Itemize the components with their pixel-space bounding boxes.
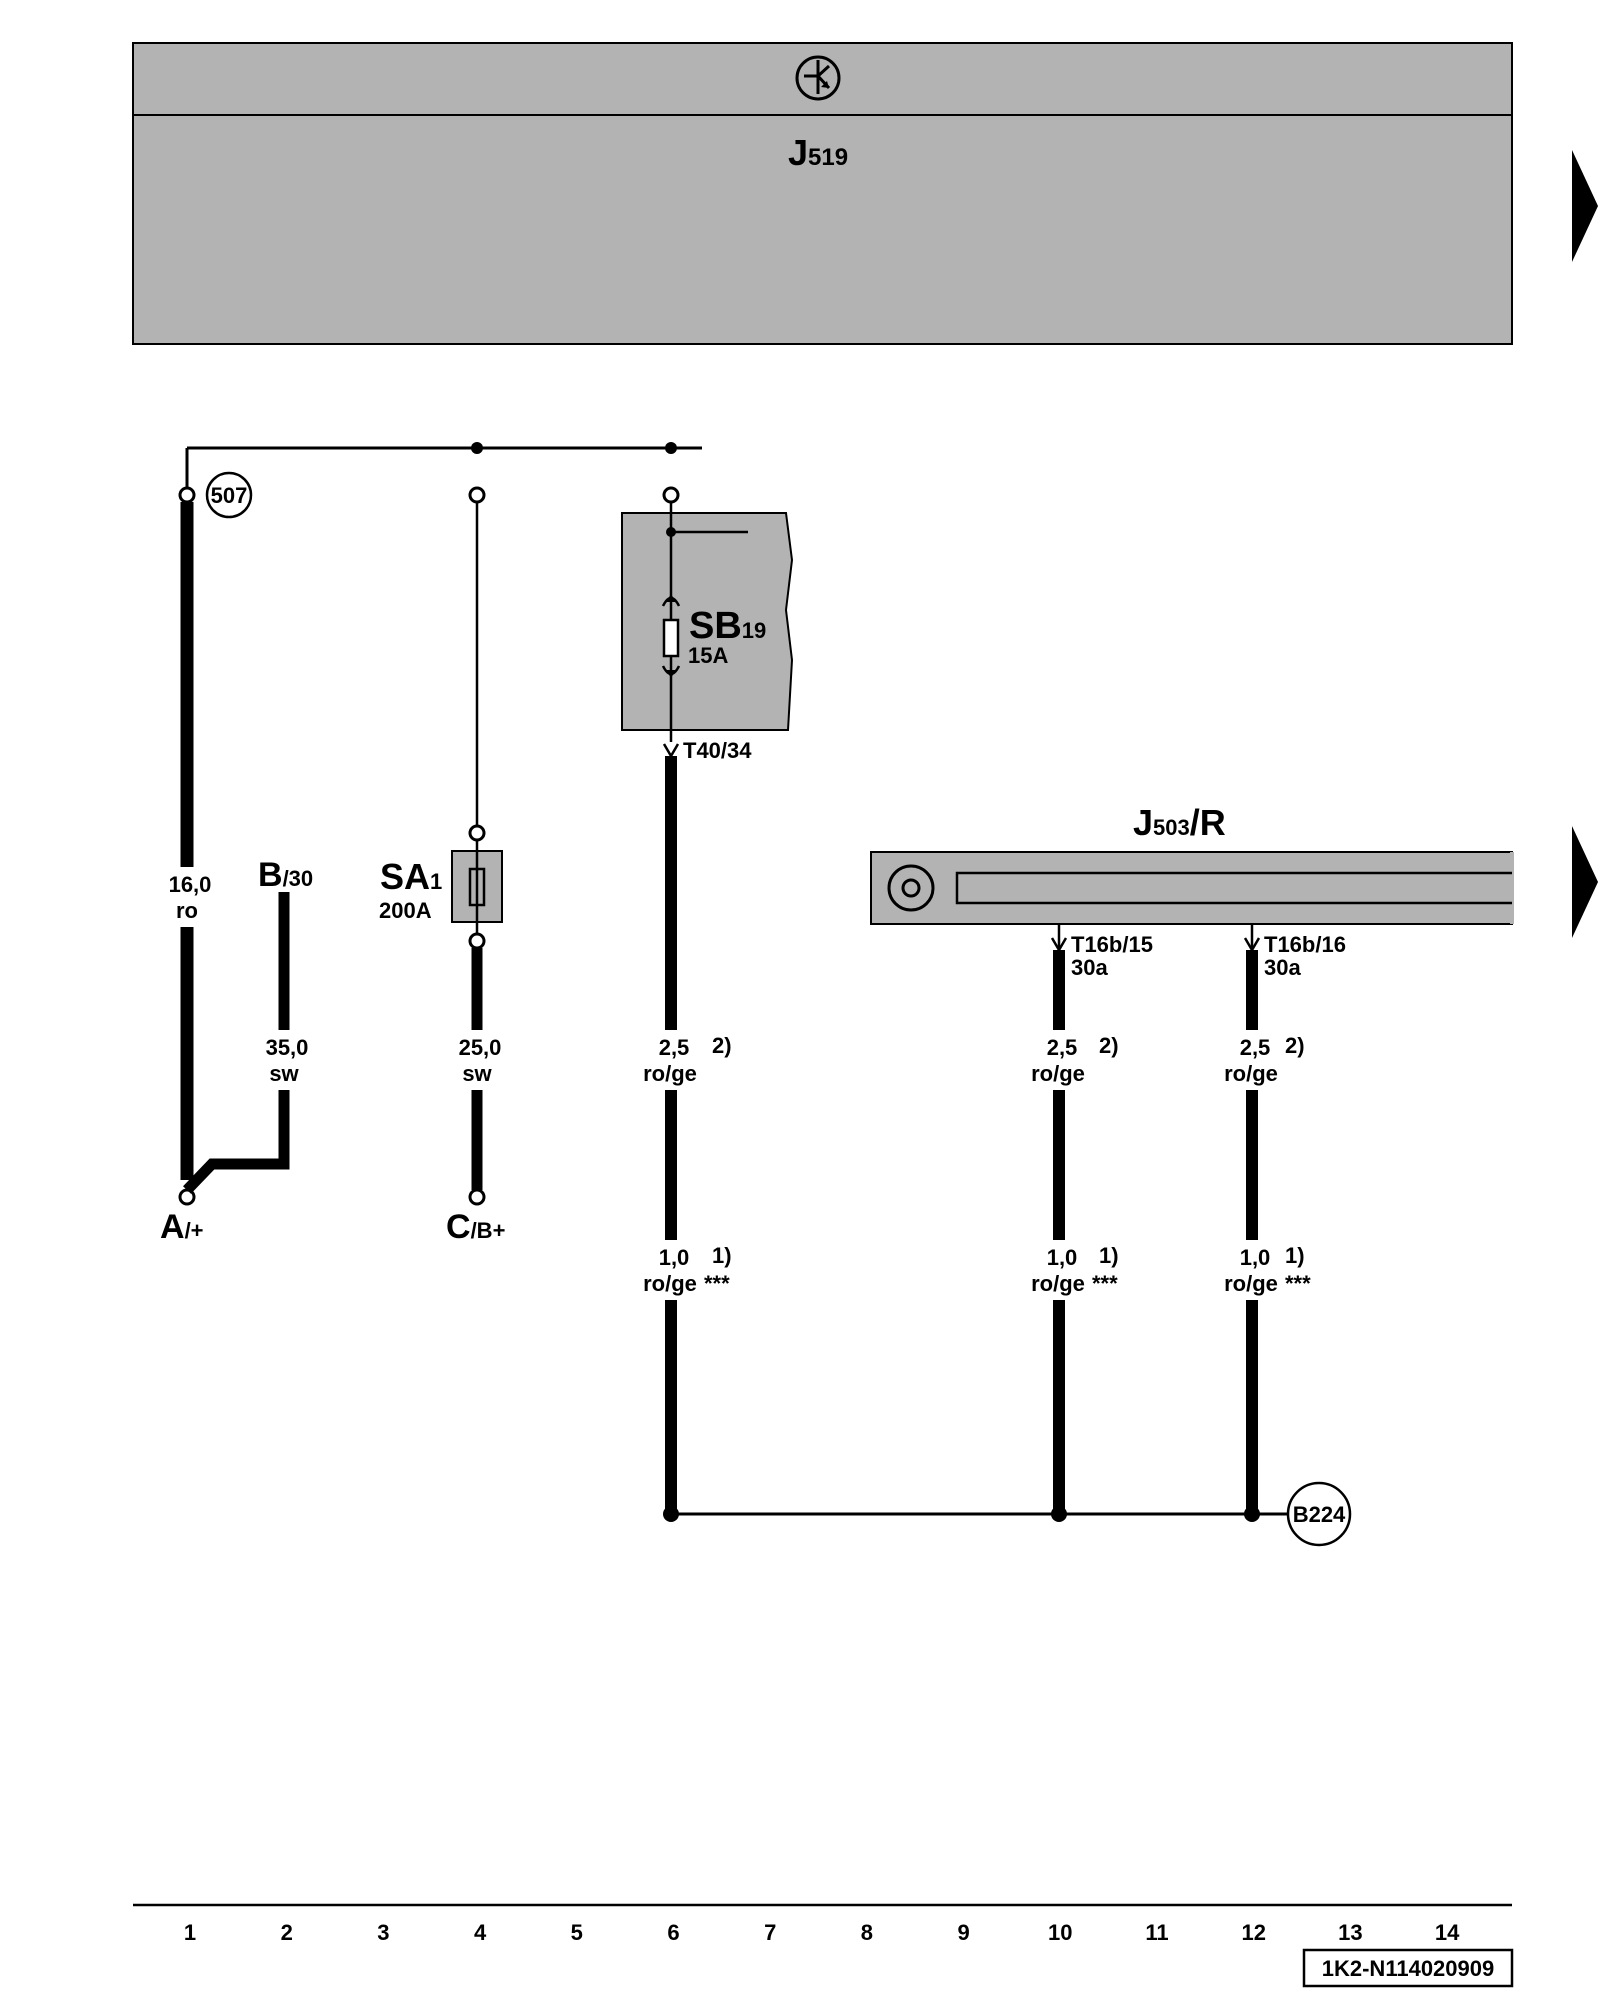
fuse-sb19-rating: 15A [688,643,728,668]
connector-arrow-icon [662,743,680,759]
wire-color-label: ro/ge [643,1061,697,1086]
connector-sub-label: 30a [1071,955,1108,980]
relay-panel [870,851,1513,925]
axis-tick-label: 5 [571,1920,583,1945]
terminal-label-b: B/30 [258,856,313,894]
connector-label-t16b-16: T16b/16 [1264,932,1346,957]
fuse-sb19-label: SB19 [689,605,766,647]
axis-tick-label: 7 [764,1920,776,1945]
connector-label-t16b-15: T16b/15 [1071,932,1153,957]
terminal-label-a: A/+ [160,1208,204,1246]
wire-mark-label: *** [1092,1271,1118,1296]
control-module-panel [132,42,1513,345]
connector-sub-label: 30a [1264,955,1301,980]
wire-note-label: 1) [1099,1243,1119,1268]
wire-color-label: sw [462,1061,492,1086]
wire-size-label: 16,0 [169,872,212,897]
continuation-arrow-icon [1572,150,1598,262]
connection-point [468,486,486,504]
wire-mark-label: *** [704,1271,730,1296]
wire-color-label: ro/ge [1031,1061,1085,1086]
wire-size-label: 1,0 [1240,1245,1271,1270]
wire-color-label: ro/ge [1224,1271,1278,1296]
axis-tick-label: 10 [1048,1920,1072,1945]
ref-label-b224: B224 [1293,1502,1346,1527]
terminal-label-c: C/B+ [446,1208,505,1246]
axis-tick-label: 4 [474,1920,487,1945]
axis-tick-label: 2 [281,1920,293,1945]
wire-color-label: ro/ge [643,1271,697,1296]
wire-size-label: 1,0 [1047,1245,1078,1270]
wire-size-label: 2,5 [1047,1035,1078,1060]
junction-dot [1051,1506,1067,1522]
axis-tick-label: 6 [667,1920,679,1945]
relay-slot [955,871,1512,905]
ref-label-507: 507 [211,483,248,508]
terminal-point-c [468,1188,486,1206]
wire-note-label: 1) [712,1243,732,1268]
wire-note-label: 2) [1099,1033,1119,1058]
wire-color-label: ro/ge [1224,1061,1278,1086]
junction-dot [1244,1506,1260,1522]
axis-tick-label: 8 [861,1920,873,1945]
wire-note-label: 2) [1285,1033,1305,1058]
relay-socket-icon [887,864,935,912]
relay-label: J503/R [1133,802,1226,843]
wire-size-label: 2,5 [659,1035,690,1060]
footer-code: 1K2-N114020909 [1322,1956,1494,1981]
fuse-icon [661,594,681,678]
axis-tick-label: 14 [1435,1920,1460,1945]
ref-circle-b224 [1286,1481,1352,1547]
junction-dot [663,1506,679,1522]
connection-point [178,486,196,504]
connection-point [468,932,486,950]
footer-code-box [1302,1948,1514,1988]
wire-size-label: 25,0 [459,1035,502,1060]
axis-tick-label: 1 [184,1920,196,1945]
wire-note-label: 1) [1285,1243,1305,1268]
wire-size-label: 1,0 [659,1245,690,1270]
fuse-sa1-label: SA1 [380,856,442,897]
wire-color-label: ro [176,898,198,923]
ref-circle-507 [205,471,253,519]
wire-color-label: sw [269,1061,299,1086]
module-symbol-icon [795,55,841,101]
connection-point [662,486,680,504]
axis-tick-label: 9 [957,1920,969,1945]
wire-mark-label: *** [1285,1271,1311,1296]
wire-size-label: 2,5 [1240,1035,1271,1060]
connection-point [468,824,486,842]
junction-dot [665,442,677,454]
axis-tick-label: 11 [1145,1920,1168,1945]
fuse-holder-sb [621,512,794,731]
axis-tick-label: 13 [1338,1920,1362,1945]
module-label: J519 [788,132,848,173]
wire-note-label: 2) [712,1033,732,1058]
continuation-arrow-icon [1572,826,1598,938]
wire-b-to-a [183,1090,290,1194]
axis-tick-label: 3 [377,1920,389,1945]
wire-color-label: ro/ge [1031,1271,1085,1296]
wire-size-label: 35,0 [266,1035,309,1060]
junction-dot [471,442,483,454]
fuse-sa1-rating: 200A [379,898,432,923]
connector-label-t40: T40/34 [683,738,752,763]
axis-tick-label: 12 [1241,1920,1265,1945]
